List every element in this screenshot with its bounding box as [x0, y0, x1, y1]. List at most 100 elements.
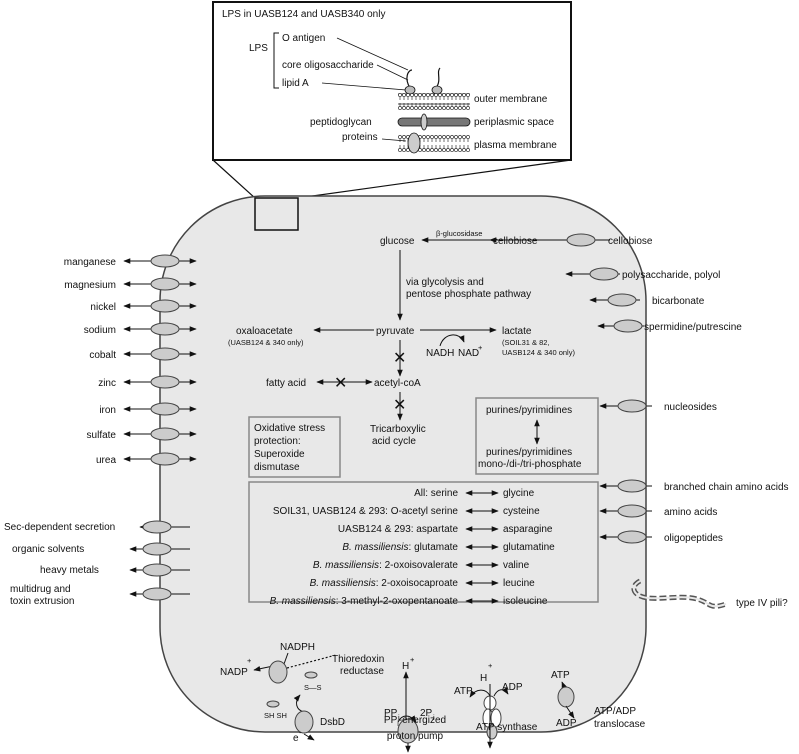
lipid-head [422, 106, 426, 110]
amino-left-2: UASB124 & 293: aspartate [338, 524, 459, 535]
plasma-membrane-label: plasma membrane [474, 140, 557, 151]
pump-caption-2: proton pump [386, 731, 444, 742]
left-transporter-sodium: sodium [84, 322, 197, 336]
lipid-head [430, 148, 434, 152]
fatty-acid-label: fatty acid [266, 378, 306, 389]
right-transporters: cellobiose polysaccharide, polyol bicarb… [489, 233, 789, 609]
lipid-head [426, 93, 430, 97]
amino-substrate: UASB124 & 293: aspartate [338, 524, 459, 535]
amino-right-6: isoleucine [503, 596, 548, 607]
left-transporter-urea: urea [96, 452, 197, 466]
lipid-head [406, 106, 410, 110]
left-transporter-label: cobalt [89, 350, 116, 361]
lipid-head [454, 135, 458, 139]
amino-substrate: : glutamate [409, 542, 459, 553]
bicarbonate-label: bicarbonate [652, 296, 705, 307]
left-transporter-label: sodium [84, 325, 116, 336]
lipid-head [450, 148, 454, 152]
pp-label: PP [384, 708, 398, 719]
left-transporter-label: urea [96, 455, 116, 466]
transporter-shape [150, 452, 180, 466]
lipid-head [398, 93, 402, 97]
branched-label: branched chain amino acids [664, 482, 789, 493]
species-name: B. massiliensis [313, 560, 379, 571]
proteins-label: proteins [342, 132, 378, 143]
left-transporter-sulfate: sulfate [87, 427, 197, 441]
thioredoxin-label-1: Thioredoxin [332, 654, 384, 665]
amino-substrate: All: serine [414, 488, 458, 499]
block-x-3: ✕ [393, 397, 406, 414]
lipid-head [446, 106, 450, 110]
atp-synthase: ATP ADP H + ATP synthase [454, 661, 538, 749]
tca-label-1: Tricarboxylic [370, 424, 426, 435]
lipid-head [438, 106, 442, 110]
polysaccharide-label: polysaccharide, polyol [622, 270, 720, 281]
amino-substrate: : 3-methyl-2-oxopentanoate [336, 596, 459, 607]
lipid-head [442, 106, 446, 110]
acetyl-coa-label: acetyl-coA [374, 378, 421, 389]
lipid-head [410, 93, 414, 97]
lipid-head [454, 93, 458, 97]
sec-secretion-label: Sec-dependent secretion [4, 522, 115, 533]
atp-trans-label: ATP [551, 670, 570, 681]
amino-left-5: B. massiliensis: 2-oxoisocaproate [310, 578, 459, 589]
oxidative-box [248, 416, 341, 478]
lps-label: LPS [249, 43, 268, 54]
lipid-head [414, 93, 418, 97]
lipid-head [434, 106, 438, 110]
lipid-head [434, 93, 438, 97]
atp-synthase-label: ATP synthase [476, 722, 538, 733]
left-transporter-cobalt: cobalt [89, 347, 197, 361]
lipid-head [402, 135, 406, 139]
oxidative-line-4: dismutase [254, 462, 300, 473]
lipid-head [458, 135, 462, 139]
lipid-head [442, 148, 446, 152]
lipid-head [466, 135, 470, 139]
shsh-label: SH SH [264, 711, 287, 720]
left-transporter-label: magnesium [64, 280, 116, 291]
outer-membrane-label: outer membrane [474, 94, 548, 105]
redox-system: NADPH NADP + Thioredoxin reductase S—S S… [220, 642, 384, 744]
lipid-head [446, 135, 450, 139]
lipid-head [398, 106, 402, 110]
lipid-head [398, 135, 402, 139]
dsbd-shape [294, 710, 314, 734]
amino-left-4: B. massiliensis: 2-oxoisovalerate [313, 560, 459, 571]
peptidoglycan-label: peptidoglycan [310, 117, 372, 128]
pump-caption: PPi-energized proton pump [360, 715, 470, 743]
h-synth-label: H [480, 673, 487, 684]
multidrug-label-1: multidrug and [10, 584, 71, 595]
lipid-head [426, 106, 430, 110]
glucose-label: glucose [380, 236, 415, 247]
lactate-label: lactate [502, 326, 532, 337]
lipid-head [462, 93, 466, 97]
lipid-head [466, 148, 470, 152]
inset-title: LPS in UASB124 and UASB340 only [222, 9, 385, 20]
species-name: B. massiliensis [270, 596, 336, 607]
species-name: B. massiliensis [342, 542, 408, 553]
lactate-note-1: (SOIL31 & 82, [502, 338, 550, 347]
oligopeptides-label: oligopeptides [664, 533, 723, 544]
glycolysis-label-1: via glycolysis and [406, 277, 484, 288]
block-x-2: ✕ [334, 375, 347, 392]
oxaloacetate-note: (UASB124 & 340 only) [228, 338, 304, 347]
translocase-label-1: ATP/ADP [594, 706, 636, 717]
transporter-shape [150, 277, 180, 291]
lipid-head [454, 106, 458, 110]
left-transporter-iron: iron [99, 402, 197, 416]
oxidative-line-3: Superoxide [254, 449, 305, 460]
h-synth-sup: + [488, 661, 493, 670]
amino-left-0: All: serine [414, 488, 458, 499]
lipid-head [430, 106, 434, 110]
transporter-shape [150, 375, 180, 389]
lipid-head [402, 148, 406, 152]
lipid-head [462, 135, 466, 139]
translocase-label-2: translocase [594, 719, 646, 730]
amino-substrate: : 2-oxoisocaproate [376, 578, 459, 589]
transporter-shape [150, 427, 180, 441]
species-name: B. massiliensis [310, 578, 376, 589]
spermidine-label: spermidine/putrescine [644, 322, 742, 333]
lipid-head [458, 106, 462, 110]
